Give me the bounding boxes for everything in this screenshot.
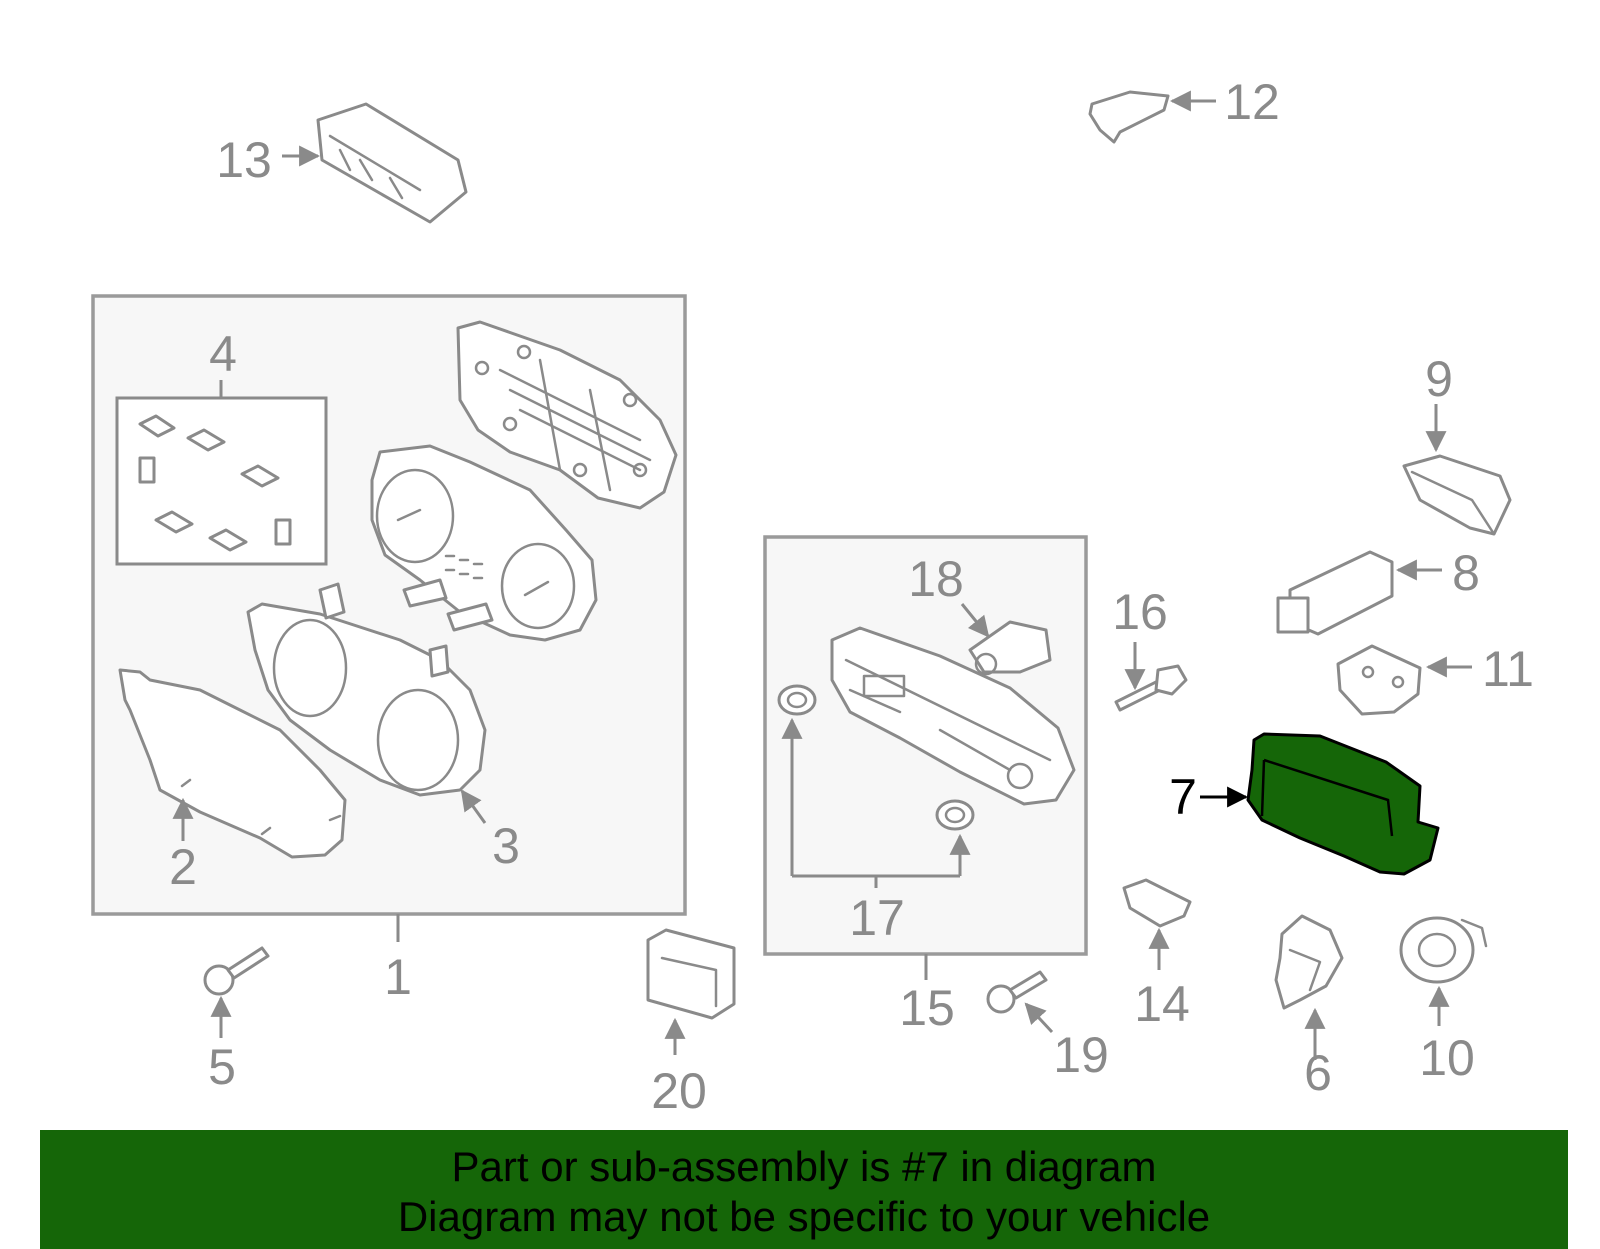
callout-8: 8 xyxy=(1452,545,1480,601)
callout-13: 13 xyxy=(216,132,272,188)
callout-18: 18 xyxy=(908,551,964,607)
climate-control-panel xyxy=(830,626,1076,806)
callout-12: 12 xyxy=(1224,74,1280,130)
part-16-bolt xyxy=(1114,664,1188,712)
banner-line-1: Part or sub-assembly is #7 in diagram xyxy=(451,1143,1157,1190)
part-18-sensor xyxy=(968,620,1052,676)
callout-5: 5 xyxy=(208,1039,236,1095)
gauge-cluster xyxy=(370,444,598,642)
callout-20: 20 xyxy=(651,1063,707,1119)
part-9-trim-switch xyxy=(1402,454,1512,536)
part-8-switch xyxy=(1276,550,1394,636)
callout-7: 7 xyxy=(1169,769,1197,825)
cluster-rear-housing xyxy=(456,320,678,510)
part-19-screw xyxy=(986,970,1048,1014)
callout-15: 15 xyxy=(899,980,955,1036)
exploded-parts-diagram: 1 2 3 4 5 6 7 8 9 10 11 12 13 14 15 16 1… xyxy=(91,74,1534,1119)
callout-17: 17 xyxy=(849,890,905,946)
part-10-socket xyxy=(1399,916,1488,984)
info-banner: Part or sub-assembly is #7 in diagram Di… xyxy=(40,1130,1568,1249)
part-17-knob-right xyxy=(935,799,975,831)
part-20-module xyxy=(646,928,736,1020)
part-6-bracket xyxy=(1274,914,1344,1010)
callout-4: 4 xyxy=(209,326,237,382)
part-3-bezel xyxy=(246,582,487,797)
part-5-screw xyxy=(203,946,270,996)
callout-10: 10 xyxy=(1419,1030,1475,1086)
callout-16: 16 xyxy=(1112,584,1168,640)
callout-2: 2 xyxy=(169,839,197,895)
callout-6: 6 xyxy=(1304,1045,1332,1101)
part-7-highlighted-module xyxy=(1246,732,1440,876)
part-14-bracket xyxy=(1122,878,1192,928)
callout-1: 1 xyxy=(384,949,412,1005)
part-17-knob-left xyxy=(777,684,817,716)
part-2-lens xyxy=(118,668,347,859)
banner-line-2: Diagram may not be specific to your vehi… xyxy=(397,1193,1211,1240)
callout-9: 9 xyxy=(1425,351,1453,407)
callout-3: 3 xyxy=(492,818,520,874)
bulb-set xyxy=(138,414,292,552)
part-13-switch xyxy=(316,102,468,224)
part-11-bracket xyxy=(1336,644,1422,716)
callout-14: 14 xyxy=(1134,976,1190,1032)
callout-11: 11 xyxy=(1482,641,1534,697)
callout-19: 19 xyxy=(1053,1027,1109,1083)
part-12-clip xyxy=(1088,90,1170,144)
